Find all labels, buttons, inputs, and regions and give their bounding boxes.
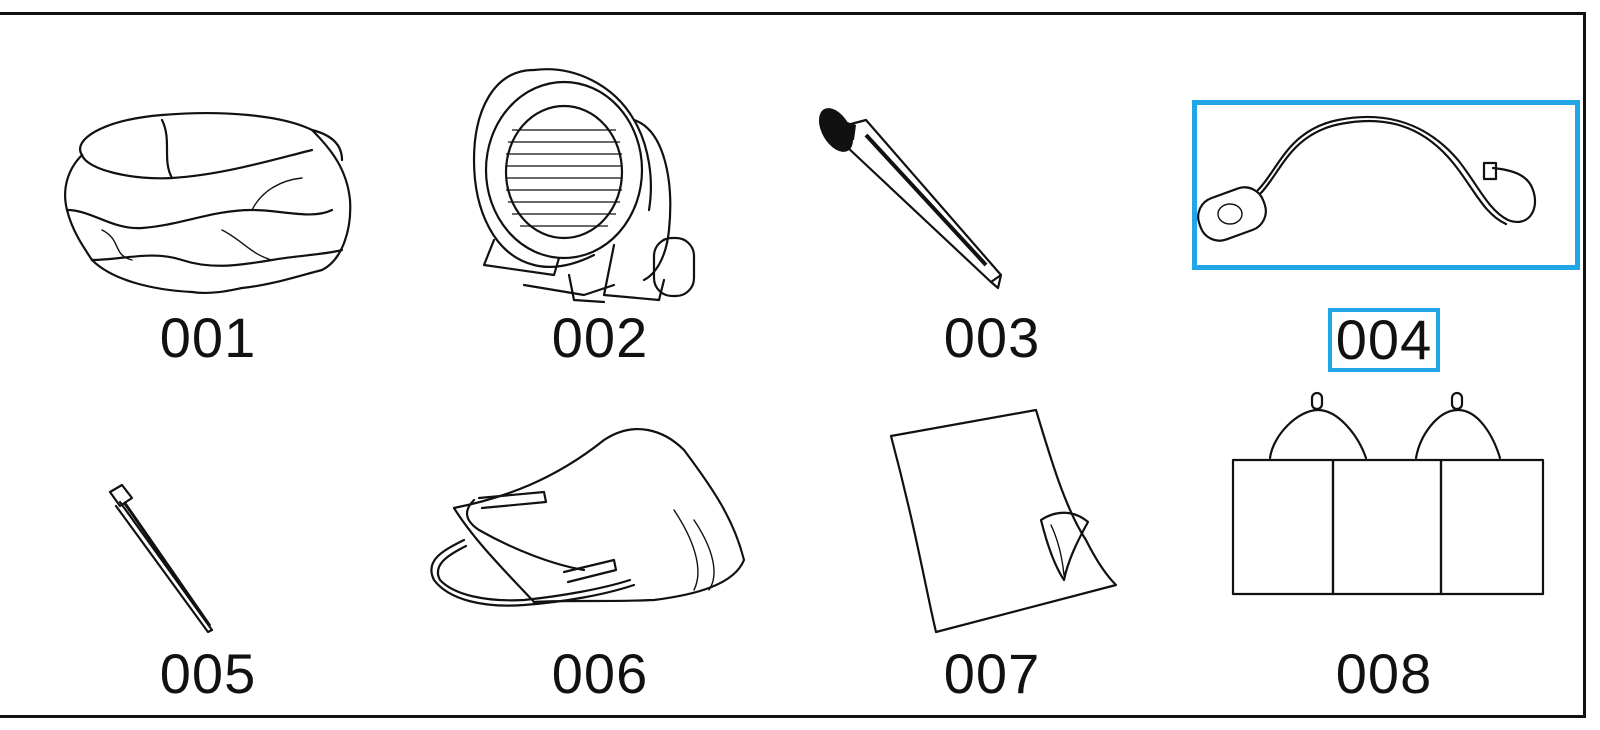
- selection-highlight-illustration: [1192, 100, 1580, 270]
- part-cell-003[interactable]: 003: [796, 60, 1188, 400]
- inflatable-bag-icon: [12, 60, 404, 350]
- sandbag-set-icon: [1188, 390, 1580, 680]
- part-code-005: 005: [159, 642, 257, 705]
- part-code-004: 004: [1327, 308, 1441, 372]
- part-cell-007[interactable]: 007: [796, 390, 1188, 730]
- ground-stake-small-icon: [12, 390, 404, 680]
- part-code-008: 008: [1335, 642, 1433, 705]
- part-code-006: 006: [551, 642, 649, 705]
- ground-stake-large-icon: [796, 60, 1188, 350]
- part-code-003: 003: [943, 306, 1041, 369]
- part-cell-005[interactable]: 005: [12, 390, 404, 730]
- part-cell-008[interactable]: 008: [1188, 390, 1580, 730]
- repair-patch-sheet-icon: [796, 390, 1188, 680]
- blower-fan-icon: [404, 60, 796, 350]
- part-code-007: 007: [943, 642, 1041, 705]
- part-cell-001[interactable]: 001: [12, 60, 404, 400]
- part-cell-006[interactable]: 006: [404, 390, 796, 730]
- part-cell-002[interactable]: 002: [404, 60, 796, 400]
- power-cord-switch-icon: [1188, 60, 1580, 350]
- part-cell-004[interactable]: 004: [1188, 60, 1580, 400]
- part-code-002: 002: [551, 306, 649, 369]
- carry-bag-icon: [404, 390, 796, 680]
- part-code-001: 001: [159, 306, 257, 369]
